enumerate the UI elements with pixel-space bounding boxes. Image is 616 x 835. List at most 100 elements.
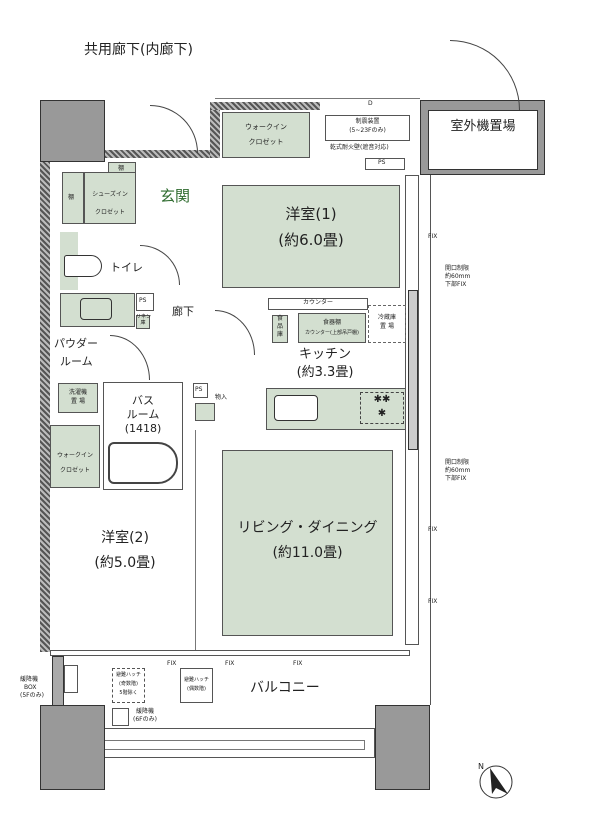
balcony-parapet-inner xyxy=(105,740,365,750)
powder-line2: ルーム xyxy=(60,355,93,368)
seismic-device xyxy=(325,115,410,141)
corridor-label: 共用廊下(内廊下) xyxy=(84,42,193,58)
counter xyxy=(268,298,368,310)
seismic-line1: 制震装置 xyxy=(355,118,380,125)
shoes-line1: シューズイン xyxy=(92,191,128,198)
fridge-line1: 冷蔵庫 xyxy=(377,314,396,321)
walk-in-closet-2 xyxy=(50,425,100,488)
opening1-line2: 約60mm xyxy=(445,273,471,280)
hatch1-line2: (奇数階) xyxy=(119,681,138,687)
fix-3: FIX xyxy=(428,598,438,605)
washer-line2: 置 場 xyxy=(71,398,85,405)
toilet-door[interactable] xyxy=(140,245,180,285)
opening1-line3: 下部FIX xyxy=(445,281,467,288)
balcony-parapet xyxy=(105,728,375,758)
fix-1: FIX xyxy=(428,233,438,240)
shelf-2 xyxy=(62,172,84,224)
fire-wall-label: 乾式耐火壁(遮音対応) xyxy=(330,144,389,151)
outdoor-unit-label: 室外機置場 xyxy=(450,119,516,134)
wic2-line2: クロゼット xyxy=(59,467,90,474)
ps-hall xyxy=(136,293,154,311)
kitchen-sink-icon xyxy=(274,395,318,421)
outdoor-door[interactable] xyxy=(450,40,520,110)
balcony-column-stub xyxy=(52,656,64,708)
linen-storage xyxy=(136,315,150,329)
bath-line2: ルーム xyxy=(126,408,160,421)
opening1-line1: 開口制限 xyxy=(445,265,470,272)
seismic-line2: (5~23Fのみ) xyxy=(349,127,386,134)
outdoor-unit-inner xyxy=(428,110,538,170)
living-dining xyxy=(222,450,393,636)
fix-6: FIX xyxy=(293,660,303,667)
shoes-closet xyxy=(84,172,136,224)
wic-top-line2: クロゼット xyxy=(248,138,284,146)
fridge-space xyxy=(368,305,406,343)
top-wall-left xyxy=(105,150,215,158)
western1-size: (約6.0畳) xyxy=(278,231,344,249)
ps-top xyxy=(365,158,405,170)
ps-bath-label: PS xyxy=(195,386,203,393)
column-bottom-left xyxy=(40,705,105,790)
pantry-line2: 品 xyxy=(276,323,283,330)
opening2-line3: 下部FIX xyxy=(445,475,467,482)
powder-door[interactable] xyxy=(110,335,150,380)
toilet-bowl-icon xyxy=(64,255,102,277)
ps-bath xyxy=(193,383,208,398)
descender-box-line2: BOX xyxy=(24,684,37,691)
washer-space xyxy=(58,383,98,413)
hatch1-line3: 5階除く xyxy=(119,690,138,696)
western1-door[interactable] xyxy=(215,310,255,355)
hallway-label: 廊下 xyxy=(172,305,194,318)
balcony-label: バルコニー xyxy=(250,680,320,696)
entrance-label: 玄関 xyxy=(160,187,191,205)
linen-line1: リネン xyxy=(136,314,152,320)
western1-name: 洋室(1) xyxy=(285,205,337,223)
ps-hall-label: PS xyxy=(139,297,147,304)
linen-line2: 庫 xyxy=(140,320,146,326)
opening2-line2: 約60mm xyxy=(445,467,471,474)
counter-label: カウンター xyxy=(302,299,333,306)
right-wall-segment xyxy=(408,290,418,450)
western-room-1 xyxy=(222,185,400,288)
powder-line1: パウダー xyxy=(54,337,98,350)
fix-4: FIX xyxy=(167,660,177,667)
pantry xyxy=(272,315,288,343)
toilet-label: トイレ xyxy=(110,261,143,274)
entrance-door[interactable] xyxy=(150,105,198,153)
kitchen-size: (約3.3畳) xyxy=(296,365,354,380)
wic2-line1: ウォークイン xyxy=(56,452,93,459)
balcony-sash xyxy=(50,650,410,656)
descender-line2: (6Fのみ) xyxy=(133,716,157,723)
walk-in-closet-top xyxy=(222,112,310,158)
hatch2-line1: 避難ハッチ xyxy=(183,677,209,683)
ps-top-label: PS xyxy=(378,159,386,166)
left-wall xyxy=(40,162,50,652)
bath-line1: バス xyxy=(132,394,154,407)
d-label: D xyxy=(368,100,373,107)
descender xyxy=(112,708,129,726)
cupboard xyxy=(298,313,366,343)
wic-top-line1: ウォークイン xyxy=(245,123,287,131)
pantry-line1: 食 xyxy=(276,315,283,322)
shelf-1-label: 棚 xyxy=(118,165,125,172)
cupboard-line2: カウンター(上部吊戸棚) xyxy=(305,330,359,336)
escape-hatch-even xyxy=(180,668,213,703)
living-name: リビング・ダイニング xyxy=(237,520,378,536)
fix-2: FIX xyxy=(428,526,438,533)
hatch1-line1: 避難ハッチ xyxy=(115,672,141,678)
column-bottom-right xyxy=(375,705,430,790)
western2-size: (約5.0畳) xyxy=(94,555,156,571)
compass-icon xyxy=(476,760,516,800)
partition-sliding xyxy=(195,430,196,650)
washer-line1: 洗濯機 xyxy=(68,389,87,396)
top-boundary xyxy=(215,98,420,99)
wic-wall xyxy=(210,102,220,158)
storage-label: 物入 xyxy=(215,394,228,401)
kitchen-name: キッチン xyxy=(298,347,351,362)
descender-box-line1: 緩降機 xyxy=(20,676,39,683)
escape-hatch-odd xyxy=(112,668,145,703)
sink-icon xyxy=(80,298,112,320)
shelf-2-label: 棚 xyxy=(68,194,75,201)
cupboard-line1: 食器棚 xyxy=(322,319,341,326)
hatch2-line2: (偶数階) xyxy=(187,686,206,692)
